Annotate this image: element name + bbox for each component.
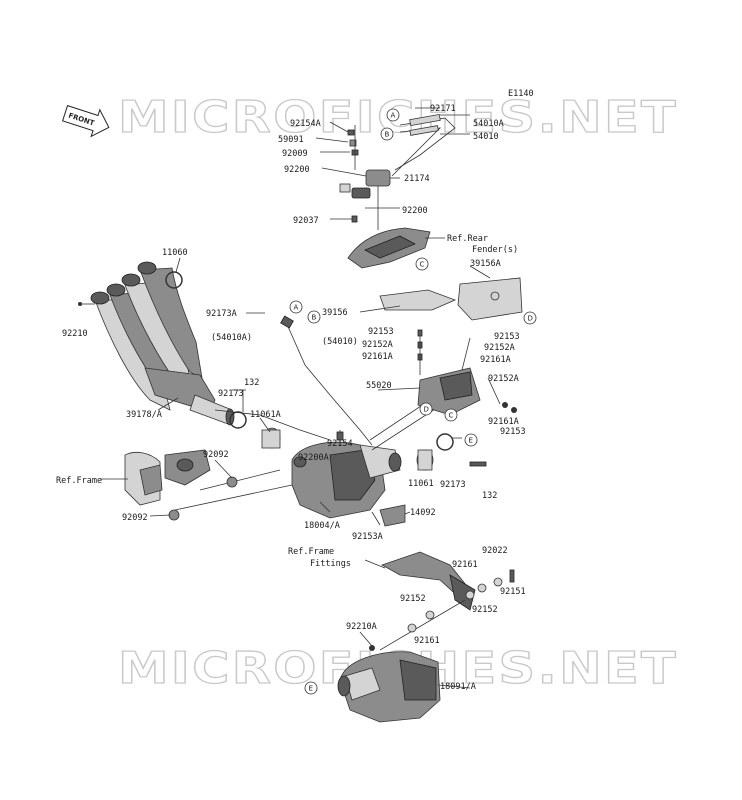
part-label: 92153 [494,332,520,342]
part-label: 132 [244,378,259,388]
part-label: 92173 [218,389,244,399]
ref-letter: B [312,314,317,322]
part-label: (54010) [322,337,358,347]
part-label: 92092 [122,513,148,523]
ref-frame-label: Ref.Frame [56,476,102,486]
ref-marker-b [307,310,321,324]
part-label: 11061A [250,410,281,420]
part-label: 132 [482,491,497,501]
part-label: 92092 [203,450,229,460]
part-label: 92161 [414,636,440,646]
ref-frame-fittings-label: Ref.Frame [288,547,334,557]
ref-letter: E [309,685,313,693]
part-label: 54010 [473,132,499,142]
catalyzer-body [174,315,487,527]
part-label: 92152 [400,594,426,604]
part-label: 11061 [408,479,434,489]
part-label: 54010A [473,119,504,129]
ref-frame-fittings-label: Fittings [310,559,351,569]
part-label: 39156 [322,308,348,318]
ref-letter: C [449,412,454,420]
part-label: 92171 [430,104,456,114]
valve-actuator-group [339,107,470,269]
ref-letter: D [528,315,533,323]
part-label: 21174 [404,174,430,184]
ref-marker-e [464,433,478,447]
part-label: 92153A [352,532,383,542]
part-labels: 92171 54010A 54010 92154A 59091 92009 92… [56,104,526,692]
ref-letter: E [469,437,473,445]
part-label: 92161 [452,560,478,570]
part-label: 92153 [368,327,394,337]
part-label: 92173A [206,309,237,319]
front-arrow-icon: FRONT [61,104,110,138]
part-label: 92009 [282,149,308,159]
ref-rear-fender-label: Fender(s) [472,245,518,255]
ref-letter: A [294,304,299,312]
ref-letter: D [424,406,429,414]
part-label: 92154A [290,119,321,129]
ref-marker-a [386,108,400,122]
part-label: 59091 [278,135,304,145]
ref-marker-d [523,311,537,325]
part-label: 14092 [410,508,436,518]
heat-shields [379,277,523,416]
part-label: 92153 [500,427,526,437]
part-label: 92200 [284,165,310,175]
ref-rear-fender-label: Ref.Rear [447,234,488,244]
part-label: 92200A [298,453,329,463]
part-label: 92152A [484,343,515,353]
diagram-code: E1140 [508,89,534,99]
ref-letter: A [391,112,396,120]
part-label: 92161A [488,417,519,427]
frame-ref-left [124,449,238,521]
part-label: (54010A) [211,333,252,343]
ref-letter: C [420,261,425,269]
part-label: 92210A [346,622,377,632]
exhaust-headers [78,261,235,426]
part-label: 92037 [293,216,319,226]
part-label: 92152A [488,374,519,384]
ref-marker-c [415,257,429,271]
part-label: 92151 [500,587,526,597]
muffler-group [337,551,515,723]
ref-marker-d [419,402,433,416]
ref-marker-e [304,681,318,695]
reference-markers: A B A B C C D D E E [289,108,537,695]
part-label: 11060 [162,248,188,258]
ref-marker-c [444,408,458,422]
part-label: 92173 [440,480,466,490]
part-label: 92154 [327,439,353,449]
part-label: 55020 [366,381,392,391]
part-label: 18091/A [440,682,476,692]
part-label: 92161A [480,355,511,365]
part-label: 92161A [362,352,393,362]
ref-marker-b [380,127,394,141]
part-label: 92022 [482,546,508,556]
part-label: 92210 [62,329,88,339]
part-label: 92152 [472,605,498,615]
part-label: 92200 [402,206,428,216]
part-label: 92152A [362,340,393,350]
part-label: 39156A [470,259,501,269]
leader-lines [100,121,501,689]
ref-letter: B [385,131,390,139]
part-label: 18004/A [304,521,340,531]
part-label: 39178/A [126,410,162,420]
ref-marker-a [289,300,303,314]
